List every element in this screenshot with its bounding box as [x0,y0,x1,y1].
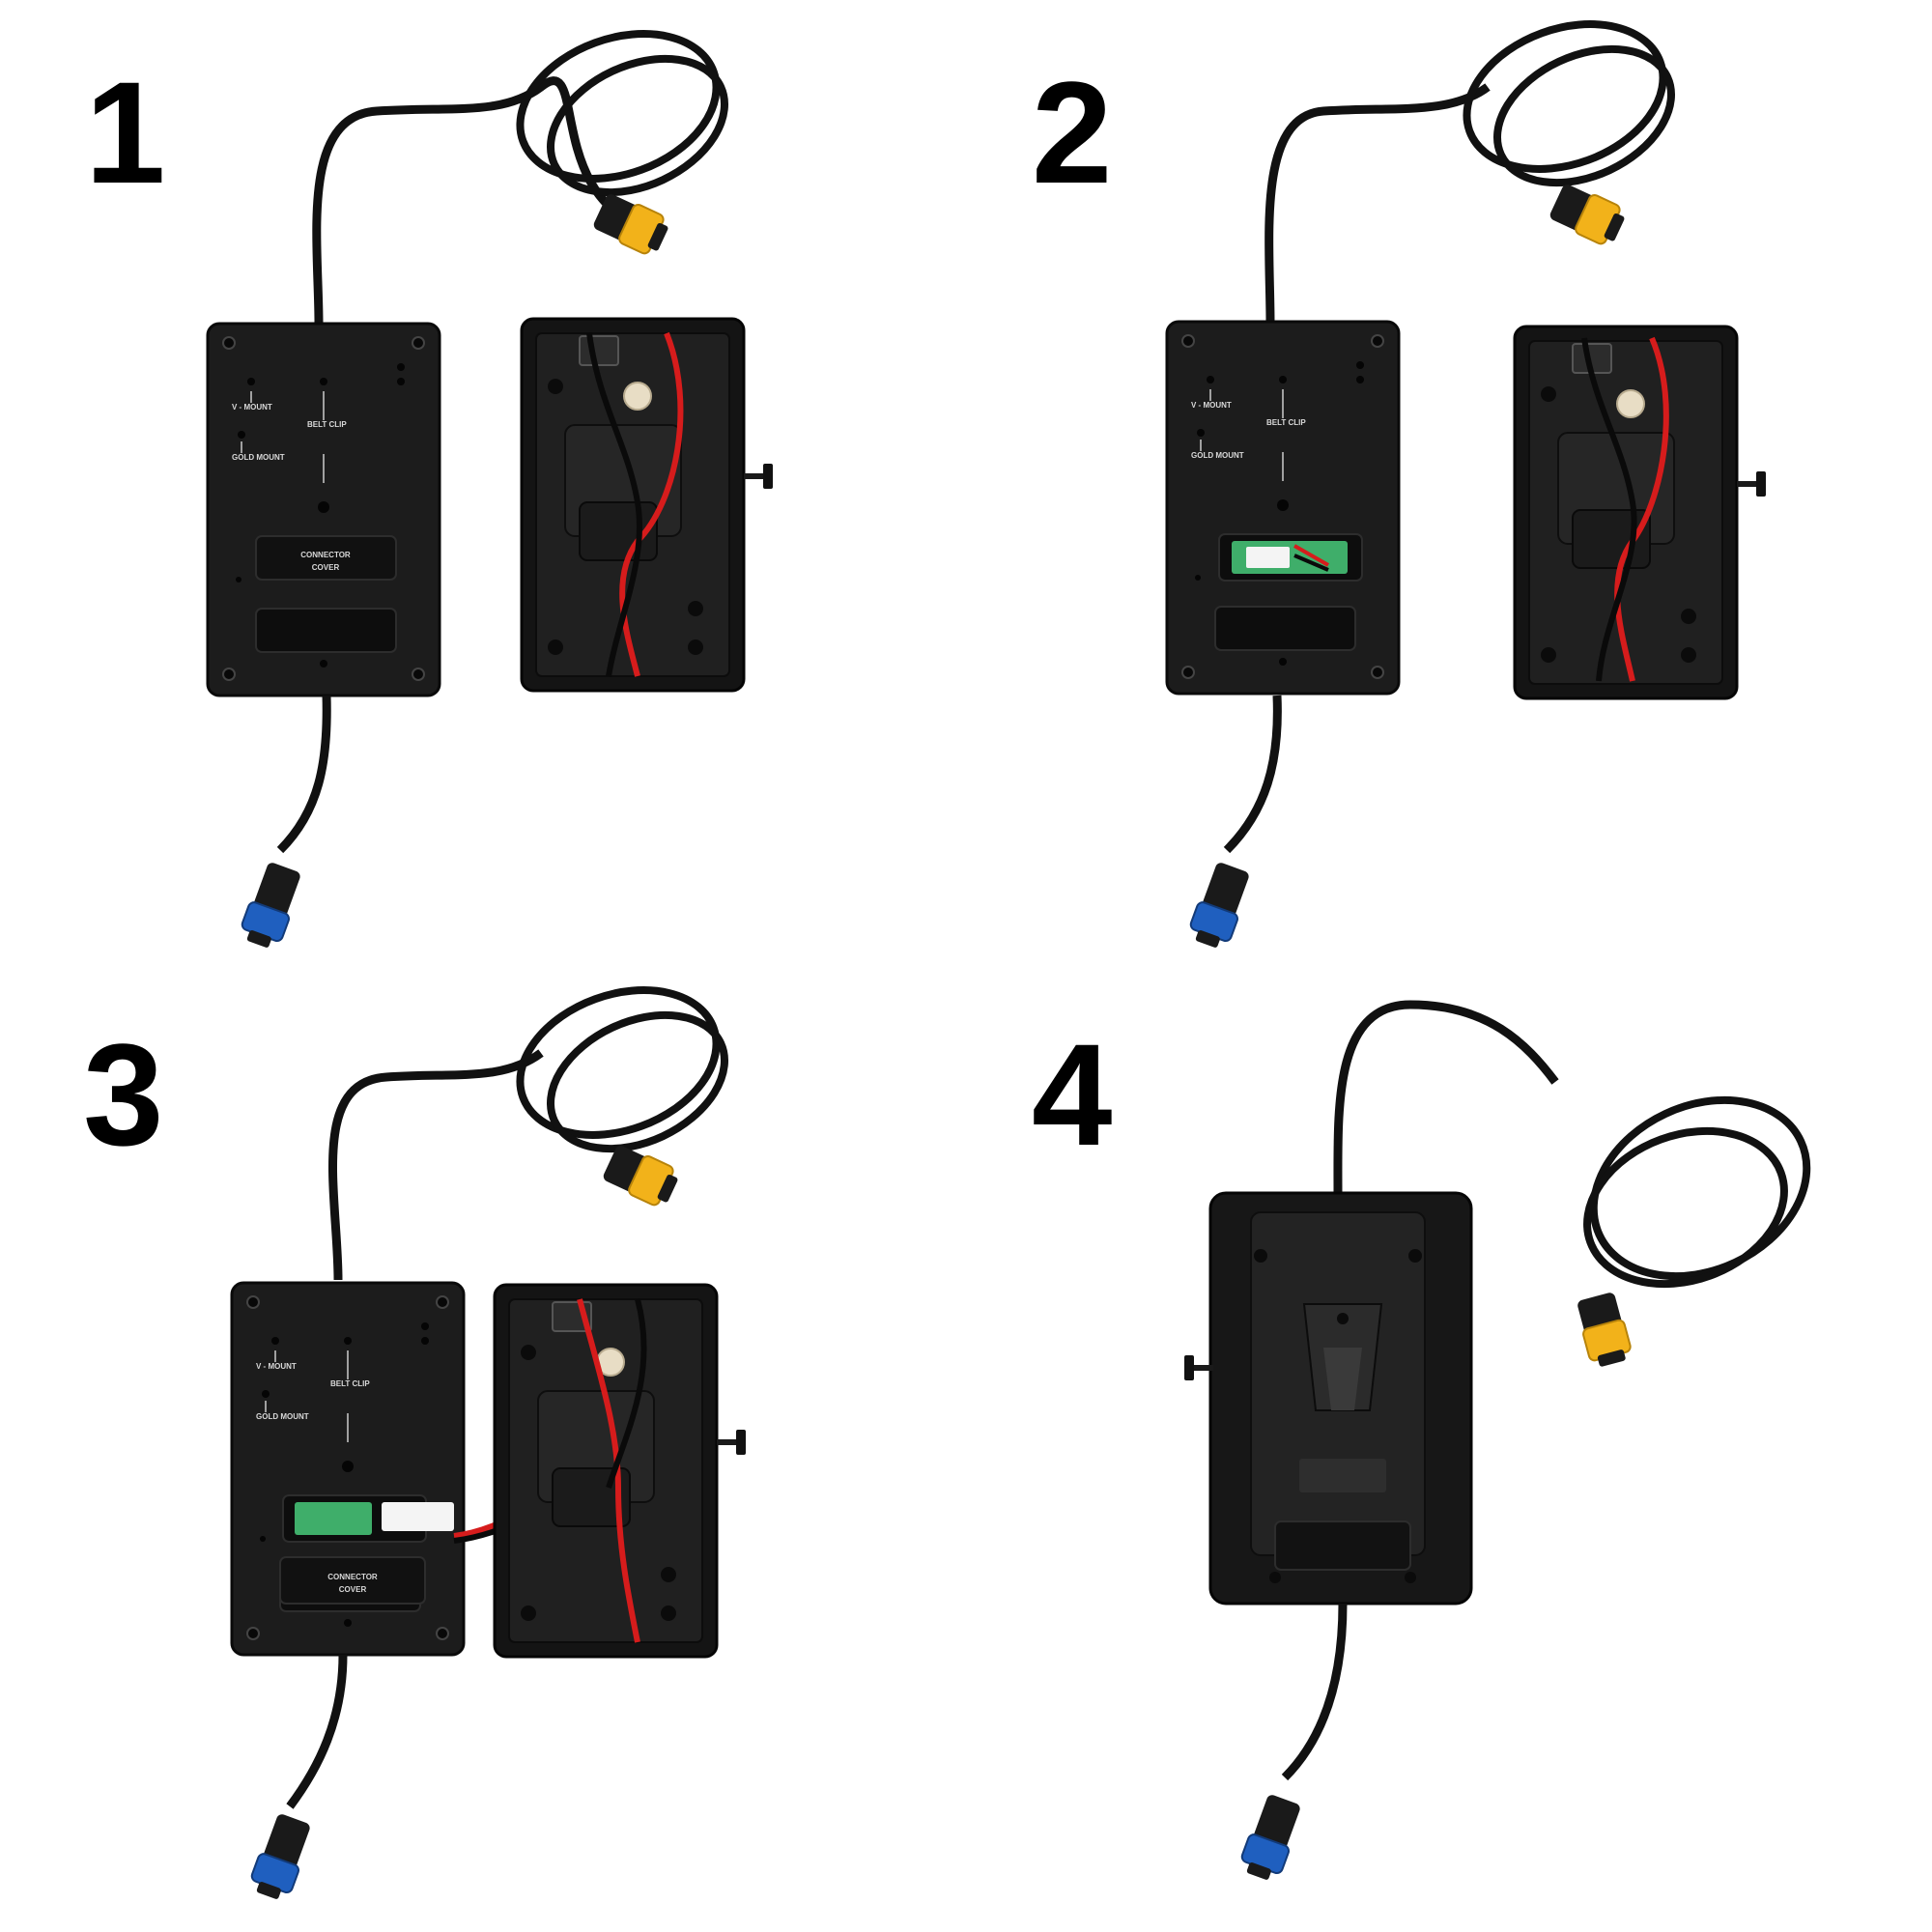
label-belt-clip: BELT CLIP [330,1379,370,1388]
connector-cover-line2: COVER [312,563,340,572]
panel-3: V - MOUNT GOLD MOUNT BELT CLIP CONNECTOR… [230,986,748,1905]
blue-connector [1184,859,1256,953]
label-v-mount: V - MOUNT [232,403,272,412]
label-belt-clip: BELT CLIP [1266,418,1306,427]
label-v-mount: V - MOUNT [256,1362,297,1371]
panel-1: V - MOUNT GOLD MOUNT BELT CLIP CONNECTOR… [206,30,775,953]
step-number-2: 2 [1032,51,1113,213]
label-gold-mount: GOLD MOUNT [256,1412,309,1421]
blue-connector [245,1810,317,1905]
connector-cover-line1: CONNECTOR [327,1573,378,1581]
step-number-1: 1 [85,51,166,213]
back-plate [206,322,441,697]
panel-2: V - MOUNT GOLD MOUNT BELT CLIP [1165,20,1768,953]
panel-4 [1184,1000,1811,1886]
open-case [1513,325,1768,700]
label-v-mount: V - MOUNT [1191,401,1232,410]
step-number-4: 4 [1032,1013,1113,1176]
back-plate [1165,320,1401,696]
label-gold-mount: GOLD MOUNT [1191,451,1244,460]
yellow-connector [1573,1290,1635,1371]
blue-connector [1236,1791,1307,1886]
connector-cover-line2: COVER [339,1585,367,1594]
yellow-connector [1546,180,1630,250]
connector-cover-line1: CONNECTOR [300,551,351,559]
step-number-3: 3 [83,1013,164,1176]
label-belt-clip: BELT CLIP [307,420,347,429]
label-gold-mount: GOLD MOUNT [232,453,285,462]
open-case [520,317,775,693]
blue-connector [236,859,307,953]
